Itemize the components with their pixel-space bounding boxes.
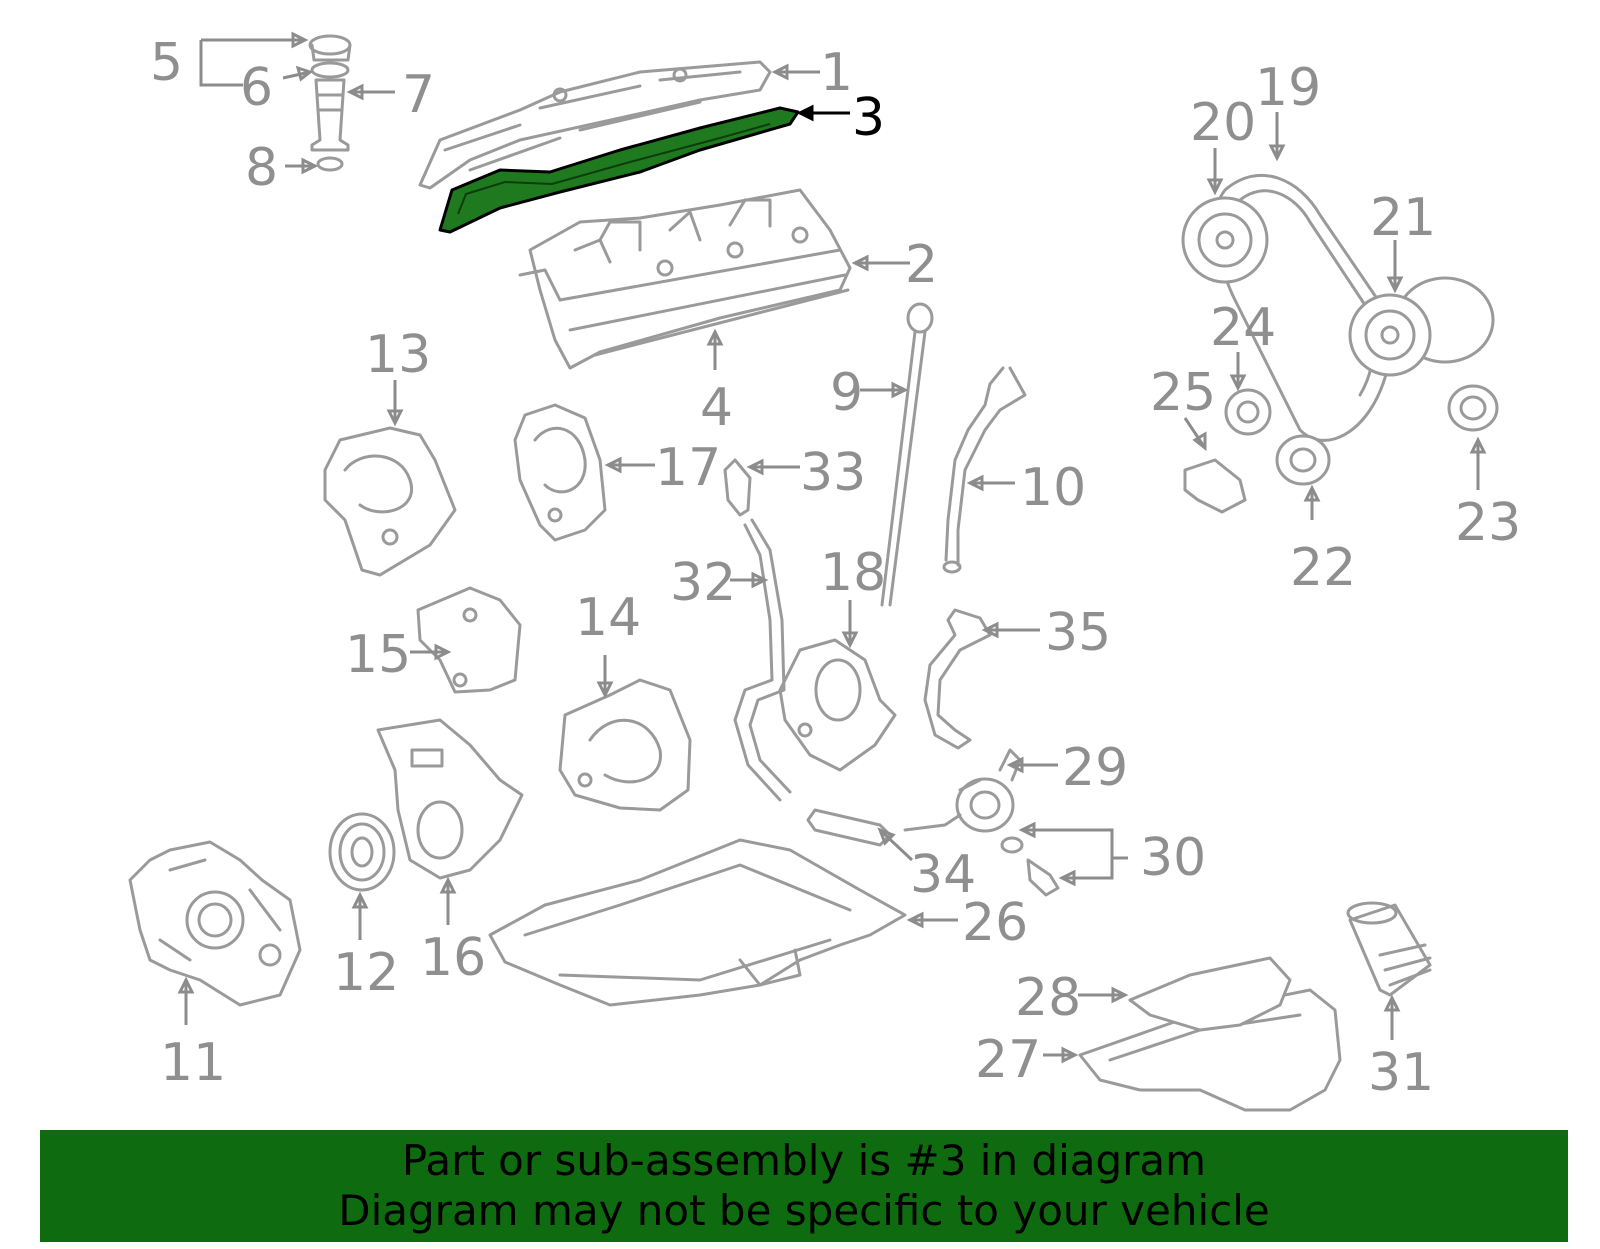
part-3-valve-cover-gasket xyxy=(438,106,800,234)
label-28: 28 xyxy=(1015,968,1081,1028)
label-18: 18 xyxy=(820,543,886,603)
label-14: 14 xyxy=(575,588,641,648)
label-6: 6 xyxy=(240,58,273,118)
callout-labels: 1 2 3 4 5 6 7 8 9 10 11 12 13 14 15 16 1… xyxy=(150,33,1521,1103)
label-3: 3 xyxy=(852,88,885,148)
label-12: 12 xyxy=(333,943,399,1003)
label-9: 9 xyxy=(830,363,863,423)
part-17-timing-plate xyxy=(513,403,607,542)
banner-line-part-number: Part or sub-assembly is #3 in diagram xyxy=(401,1136,1207,1185)
part-18-timing-plate-rear xyxy=(778,638,897,772)
label-20: 20 xyxy=(1190,93,1256,153)
label-4: 4 xyxy=(700,378,733,438)
part-11-oil-pump xyxy=(128,840,302,1007)
label-11: 11 xyxy=(160,1033,226,1093)
label-2: 2 xyxy=(905,235,938,295)
label-5: 5 xyxy=(150,33,183,93)
parts-22-25-idlers-and-sensor xyxy=(1183,384,1499,514)
label-26: 26 xyxy=(962,893,1028,953)
part-2-cylinder-head-cover xyxy=(518,188,852,370)
part-32-tube xyxy=(733,518,792,802)
part-26-oil-pan-upper xyxy=(488,838,907,1007)
part-29-oil-cooler xyxy=(955,748,1022,833)
label-22: 22 xyxy=(1290,538,1356,598)
label-35: 35 xyxy=(1045,603,1111,663)
part-34-hose xyxy=(806,808,962,847)
part-13-timing-belt-cover xyxy=(323,426,457,577)
label-19: 19 xyxy=(1255,58,1321,118)
part-30-oil-pressure-sensor xyxy=(1000,836,1060,897)
label-30: 30 xyxy=(1140,828,1206,888)
part-9-dipstick xyxy=(880,302,934,607)
part-33-hose xyxy=(723,458,752,517)
label-21: 21 xyxy=(1370,188,1436,248)
part-15-bracket xyxy=(416,586,522,694)
label-32: 32 xyxy=(670,553,736,613)
part-16-timing-cover-lower xyxy=(376,718,524,880)
part-12-crankshaft-pulley xyxy=(328,812,396,892)
label-13: 13 xyxy=(365,325,431,385)
label-1: 1 xyxy=(820,43,853,103)
label-23: 23 xyxy=(1455,493,1521,553)
label-34: 34 xyxy=(910,845,976,905)
part-14-timing-cover-rear xyxy=(558,678,692,812)
leader-lines xyxy=(177,31,1487,1064)
part-10-dipstick-tube xyxy=(942,366,1027,574)
part-28-oil-baffle xyxy=(1128,956,1292,1032)
label-24: 24 xyxy=(1210,298,1276,358)
banner-line-disclaimer: Diagram may not be specific to your vehi… xyxy=(338,1186,1270,1235)
label-7: 7 xyxy=(402,65,435,125)
info-banner: Part or sub-assembly is #3 in diagram Di… xyxy=(40,1130,1568,1242)
parts-5-8-oil-filler-assembly xyxy=(308,34,352,172)
label-10: 10 xyxy=(1020,458,1086,518)
parts-19-21-timing-belt-and-pulleys xyxy=(1181,173,1495,442)
label-16: 16 xyxy=(420,928,486,988)
part-35-hose xyxy=(923,608,992,750)
label-8: 8 xyxy=(245,138,278,198)
label-17: 17 xyxy=(655,438,721,498)
label-25: 25 xyxy=(1150,363,1216,423)
label-29: 29 xyxy=(1062,738,1128,798)
part-31-oil-filter xyxy=(1346,901,1432,997)
label-15: 15 xyxy=(345,625,411,685)
label-27: 27 xyxy=(975,1030,1041,1090)
label-31: 31 xyxy=(1368,1043,1434,1103)
part-1-valve-cover xyxy=(418,60,772,190)
label-33: 33 xyxy=(800,443,866,503)
